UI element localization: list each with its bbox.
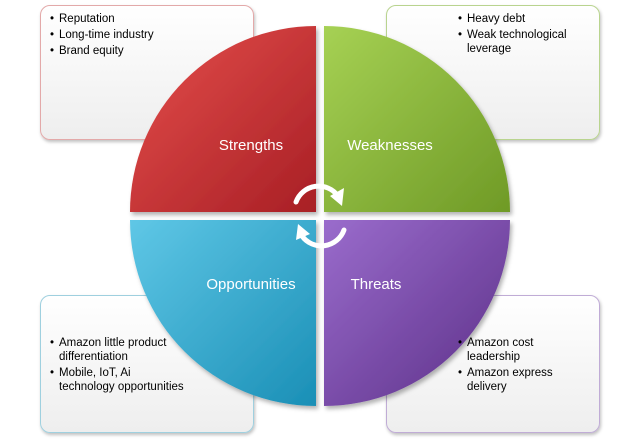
list-item: Mobile, IoT, Ai technology opportunities — [50, 366, 185, 394]
weaknesses-label: Weaknesses — [347, 137, 433, 154]
threats-label: Threats — [350, 276, 402, 293]
threats-quadrant — [324, 220, 510, 406]
strengths-label: Strengths — [218, 137, 284, 154]
opportunities-list: Amazon little product differentiation Mo… — [50, 336, 185, 396]
strengths-list: Reputation Long-time industry Brand equi… — [50, 12, 200, 60]
list-item: Amazon express delivery — [458, 366, 573, 394]
cycle-arrows-icon — [293, 183, 347, 249]
list-item: Reputation — [50, 12, 200, 26]
opportunities-quadrant — [130, 220, 316, 406]
strengths-quadrant — [130, 26, 316, 212]
list-item: Brand equity — [50, 44, 200, 58]
list-item: Amazon cost leadership — [458, 336, 573, 364]
weaknesses-quadrant — [324, 26, 510, 212]
list-item: Heavy debt — [458, 12, 598, 26]
weaknesses-list: Heavy debt Weak technological leverage — [458, 12, 598, 58]
list-item: Amazon little product differentiation — [50, 336, 185, 364]
threats-list: Amazon cost leadership Amazon express de… — [458, 336, 573, 396]
list-item: Long-time industry — [50, 28, 200, 42]
opportunities-label: Opportunities — [206, 276, 296, 293]
list-item: Weak technological leverage — [458, 28, 598, 56]
